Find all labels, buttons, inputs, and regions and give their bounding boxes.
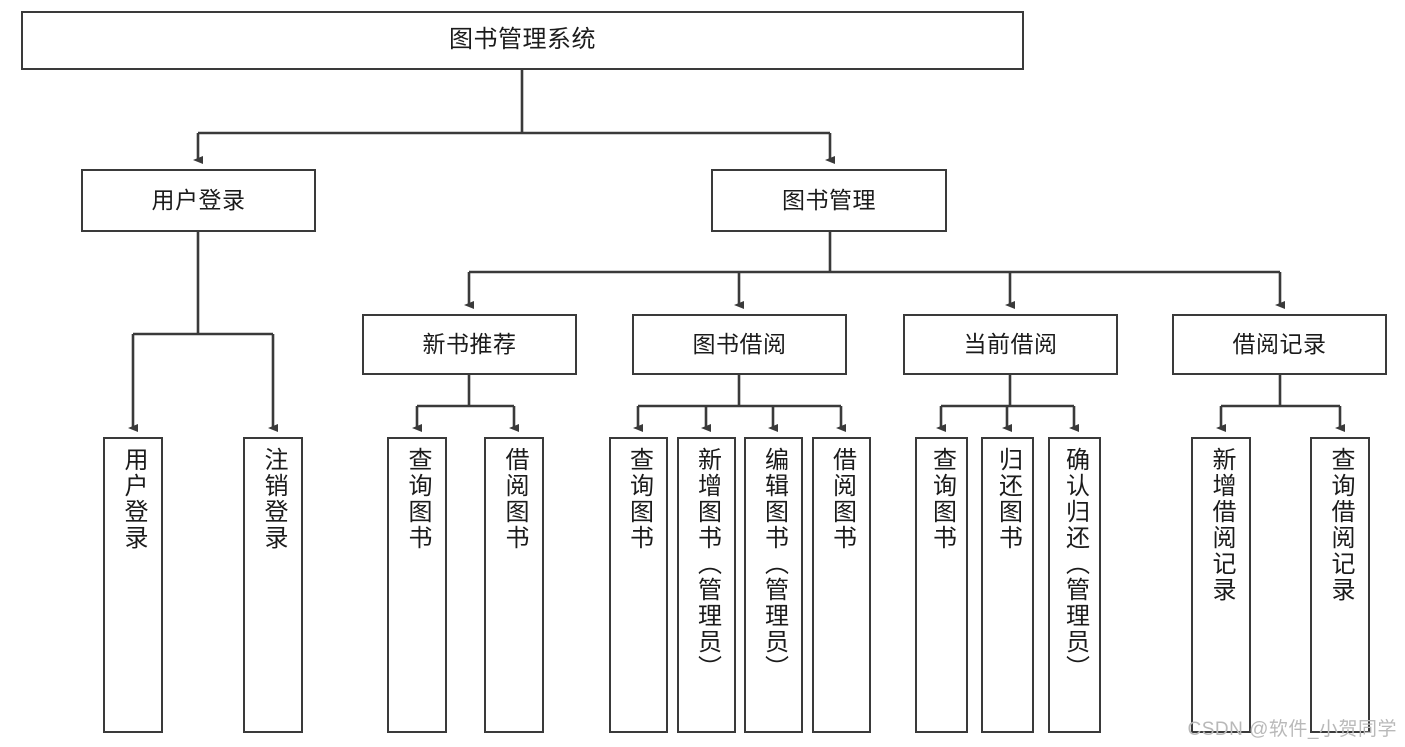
node-leaf-borrow-book[interactable]: 借阅图书 xyxy=(812,437,871,733)
node-label: 查询图书 xyxy=(625,447,653,551)
node-leaf-return-book[interactable]: 归还图书 xyxy=(981,437,1034,733)
node-leaf-query-book-current[interactable]: 查询图书 xyxy=(915,437,968,733)
node-label: 用户登录 xyxy=(151,186,246,213)
node-label: 借阅图书 xyxy=(501,447,528,551)
node-leaf-query-borrow-record[interactable]: 查询借阅记录 xyxy=(1310,437,1370,733)
node-label: 新增图书（管理员） xyxy=(693,447,721,681)
node-label: 编辑图书（管理员） xyxy=(760,447,788,681)
node-borrow-record[interactable]: 借阅记录 xyxy=(1172,314,1387,375)
node-label: 图书管理系统 xyxy=(449,26,596,54)
node-leaf-borrow-book-new[interactable]: 借阅图书 xyxy=(484,437,544,733)
node-root-library-system[interactable]: 图书管理系统 xyxy=(21,11,1024,70)
node-label: 借阅图书 xyxy=(828,447,856,551)
node-label: 新书推荐 xyxy=(422,330,517,357)
node-label: 确认归还（管理员） xyxy=(1061,447,1089,681)
node-label: 查询借阅记录 xyxy=(1327,447,1354,603)
node-label: 当前借阅 xyxy=(963,330,1058,357)
node-current-borrow[interactable]: 当前借阅 xyxy=(903,314,1118,375)
node-label: 归还图书 xyxy=(994,447,1022,551)
node-book-management[interactable]: 图书管理 xyxy=(711,169,947,232)
node-leaf-add-borrow-record[interactable]: 新增借阅记录 xyxy=(1191,437,1251,733)
node-leaf-user-login[interactable]: 用户登录 xyxy=(103,437,163,733)
node-label: 用户登录 xyxy=(120,447,147,551)
node-leaf-query-book-new[interactable]: 查询图书 xyxy=(387,437,447,733)
node-label: 查询图书 xyxy=(928,447,956,551)
node-label: 图书借阅 xyxy=(692,330,787,357)
node-label: 查询图书 xyxy=(404,447,431,551)
node-leaf-edit-book-admin[interactable]: 编辑图书（管理员） xyxy=(744,437,803,733)
node-leaf-query-book-borrow[interactable]: 查询图书 xyxy=(609,437,668,733)
node-label: 注销登录 xyxy=(260,447,287,551)
node-user-login[interactable]: 用户登录 xyxy=(81,169,316,232)
node-leaf-add-book-admin[interactable]: 新增图书（管理员） xyxy=(677,437,736,733)
watermark-csdn: CSDN @软件_小贺同学 xyxy=(1187,719,1397,740)
node-label: 借阅记录 xyxy=(1232,330,1327,357)
node-new-book-recommend[interactable]: 新书推荐 xyxy=(362,314,577,375)
node-leaf-logout[interactable]: 注销登录 xyxy=(243,437,303,733)
node-book-borrow[interactable]: 图书借阅 xyxy=(632,314,847,375)
node-label: 图书管理 xyxy=(782,186,876,213)
node-leaf-confirm-return-admin[interactable]: 确认归还（管理员） xyxy=(1048,437,1101,733)
node-label: 新增借阅记录 xyxy=(1208,447,1235,603)
